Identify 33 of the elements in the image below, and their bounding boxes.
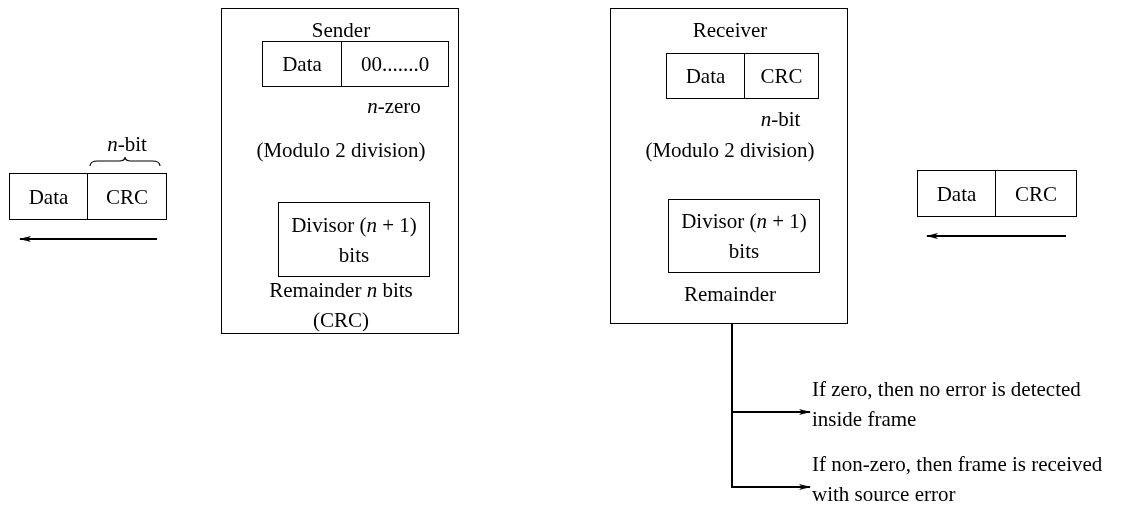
frame-field — [666, 53, 745, 99]
heading-text: Receiver — [691, 17, 769, 44]
frame-field — [9, 173, 88, 220]
result-text: If non-zero, then frame is received with source error — [812, 451, 1104, 508]
frame-field — [744, 53, 819, 99]
field-text: Divisor (n + 1) bits — [680, 208, 808, 265]
bit-width-label: n-bit — [759, 106, 802, 133]
field-text: 00.......0 — [359, 51, 431, 78]
field-text: CRC — [105, 183, 149, 211]
frame-field — [341, 41, 449, 87]
caption-text: Remainder n bits (CRC) — [268, 277, 414, 334]
frame-field — [995, 170, 1077, 217]
field-text: Data — [935, 180, 978, 208]
bit-width-label: n-zero — [366, 93, 422, 120]
process-box — [610, 8, 848, 324]
field-text: Data — [281, 51, 323, 78]
field-text: Data — [684, 63, 727, 90]
frame-field — [262, 41, 342, 87]
field-text: Data — [27, 183, 70, 211]
frame-field — [917, 170, 996, 217]
divisor-box — [278, 202, 430, 277]
heading-text: Sender — [310, 17, 372, 44]
field-text: CRC — [1014, 180, 1058, 208]
field-text: CRC — [759, 63, 804, 90]
caption-text: (Modulo 2 division) — [644, 137, 816, 164]
caption-text: (Modulo 2 division) — [255, 137, 427, 164]
divisor-box — [668, 199, 820, 273]
process-box — [221, 8, 459, 334]
caption-text: Remainder — [682, 281, 778, 308]
result-text: If zero, then no error is detected inside frame — [812, 376, 1082, 433]
frame-field — [87, 173, 167, 220]
bit-width-label: n-bit — [106, 131, 148, 158]
arrow — [731, 323, 811, 490]
